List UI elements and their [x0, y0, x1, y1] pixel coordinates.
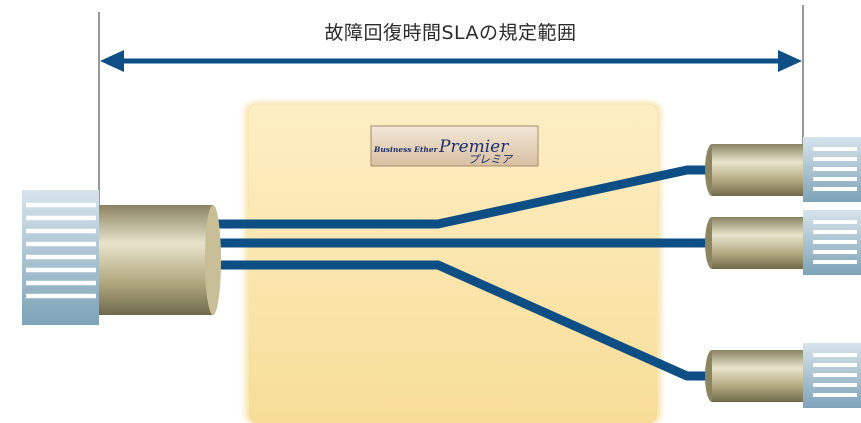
left-connector [95, 205, 221, 315]
right-connector-top [705, 144, 804, 196]
logo-premier: Premier [438, 137, 509, 157]
right-connector-bottom [705, 350, 804, 402]
right-connector-middle [705, 217, 804, 269]
right-device-top-icon [803, 137, 861, 202]
premier-box [249, 105, 657, 423]
circuit-lines [216, 165, 716, 381]
sla-range-title: 故障回復時間SLAの規定範囲 [324, 22, 577, 44]
business-ether-premier-logo: Business Ether Premier プレミア [370, 125, 539, 167]
right-device-middle-icon [803, 210, 861, 275]
logo-premier-kana: プレミア [468, 153, 514, 166]
left-device-icon [22, 190, 99, 325]
right-device-bottom-icon [803, 343, 861, 408]
sla-range-arrow [100, 50, 802, 72]
circuit-line-lower [216, 260, 716, 381]
circuit-line-upper [216, 165, 716, 229]
logo-business-ether: Business Ether [373, 145, 439, 154]
